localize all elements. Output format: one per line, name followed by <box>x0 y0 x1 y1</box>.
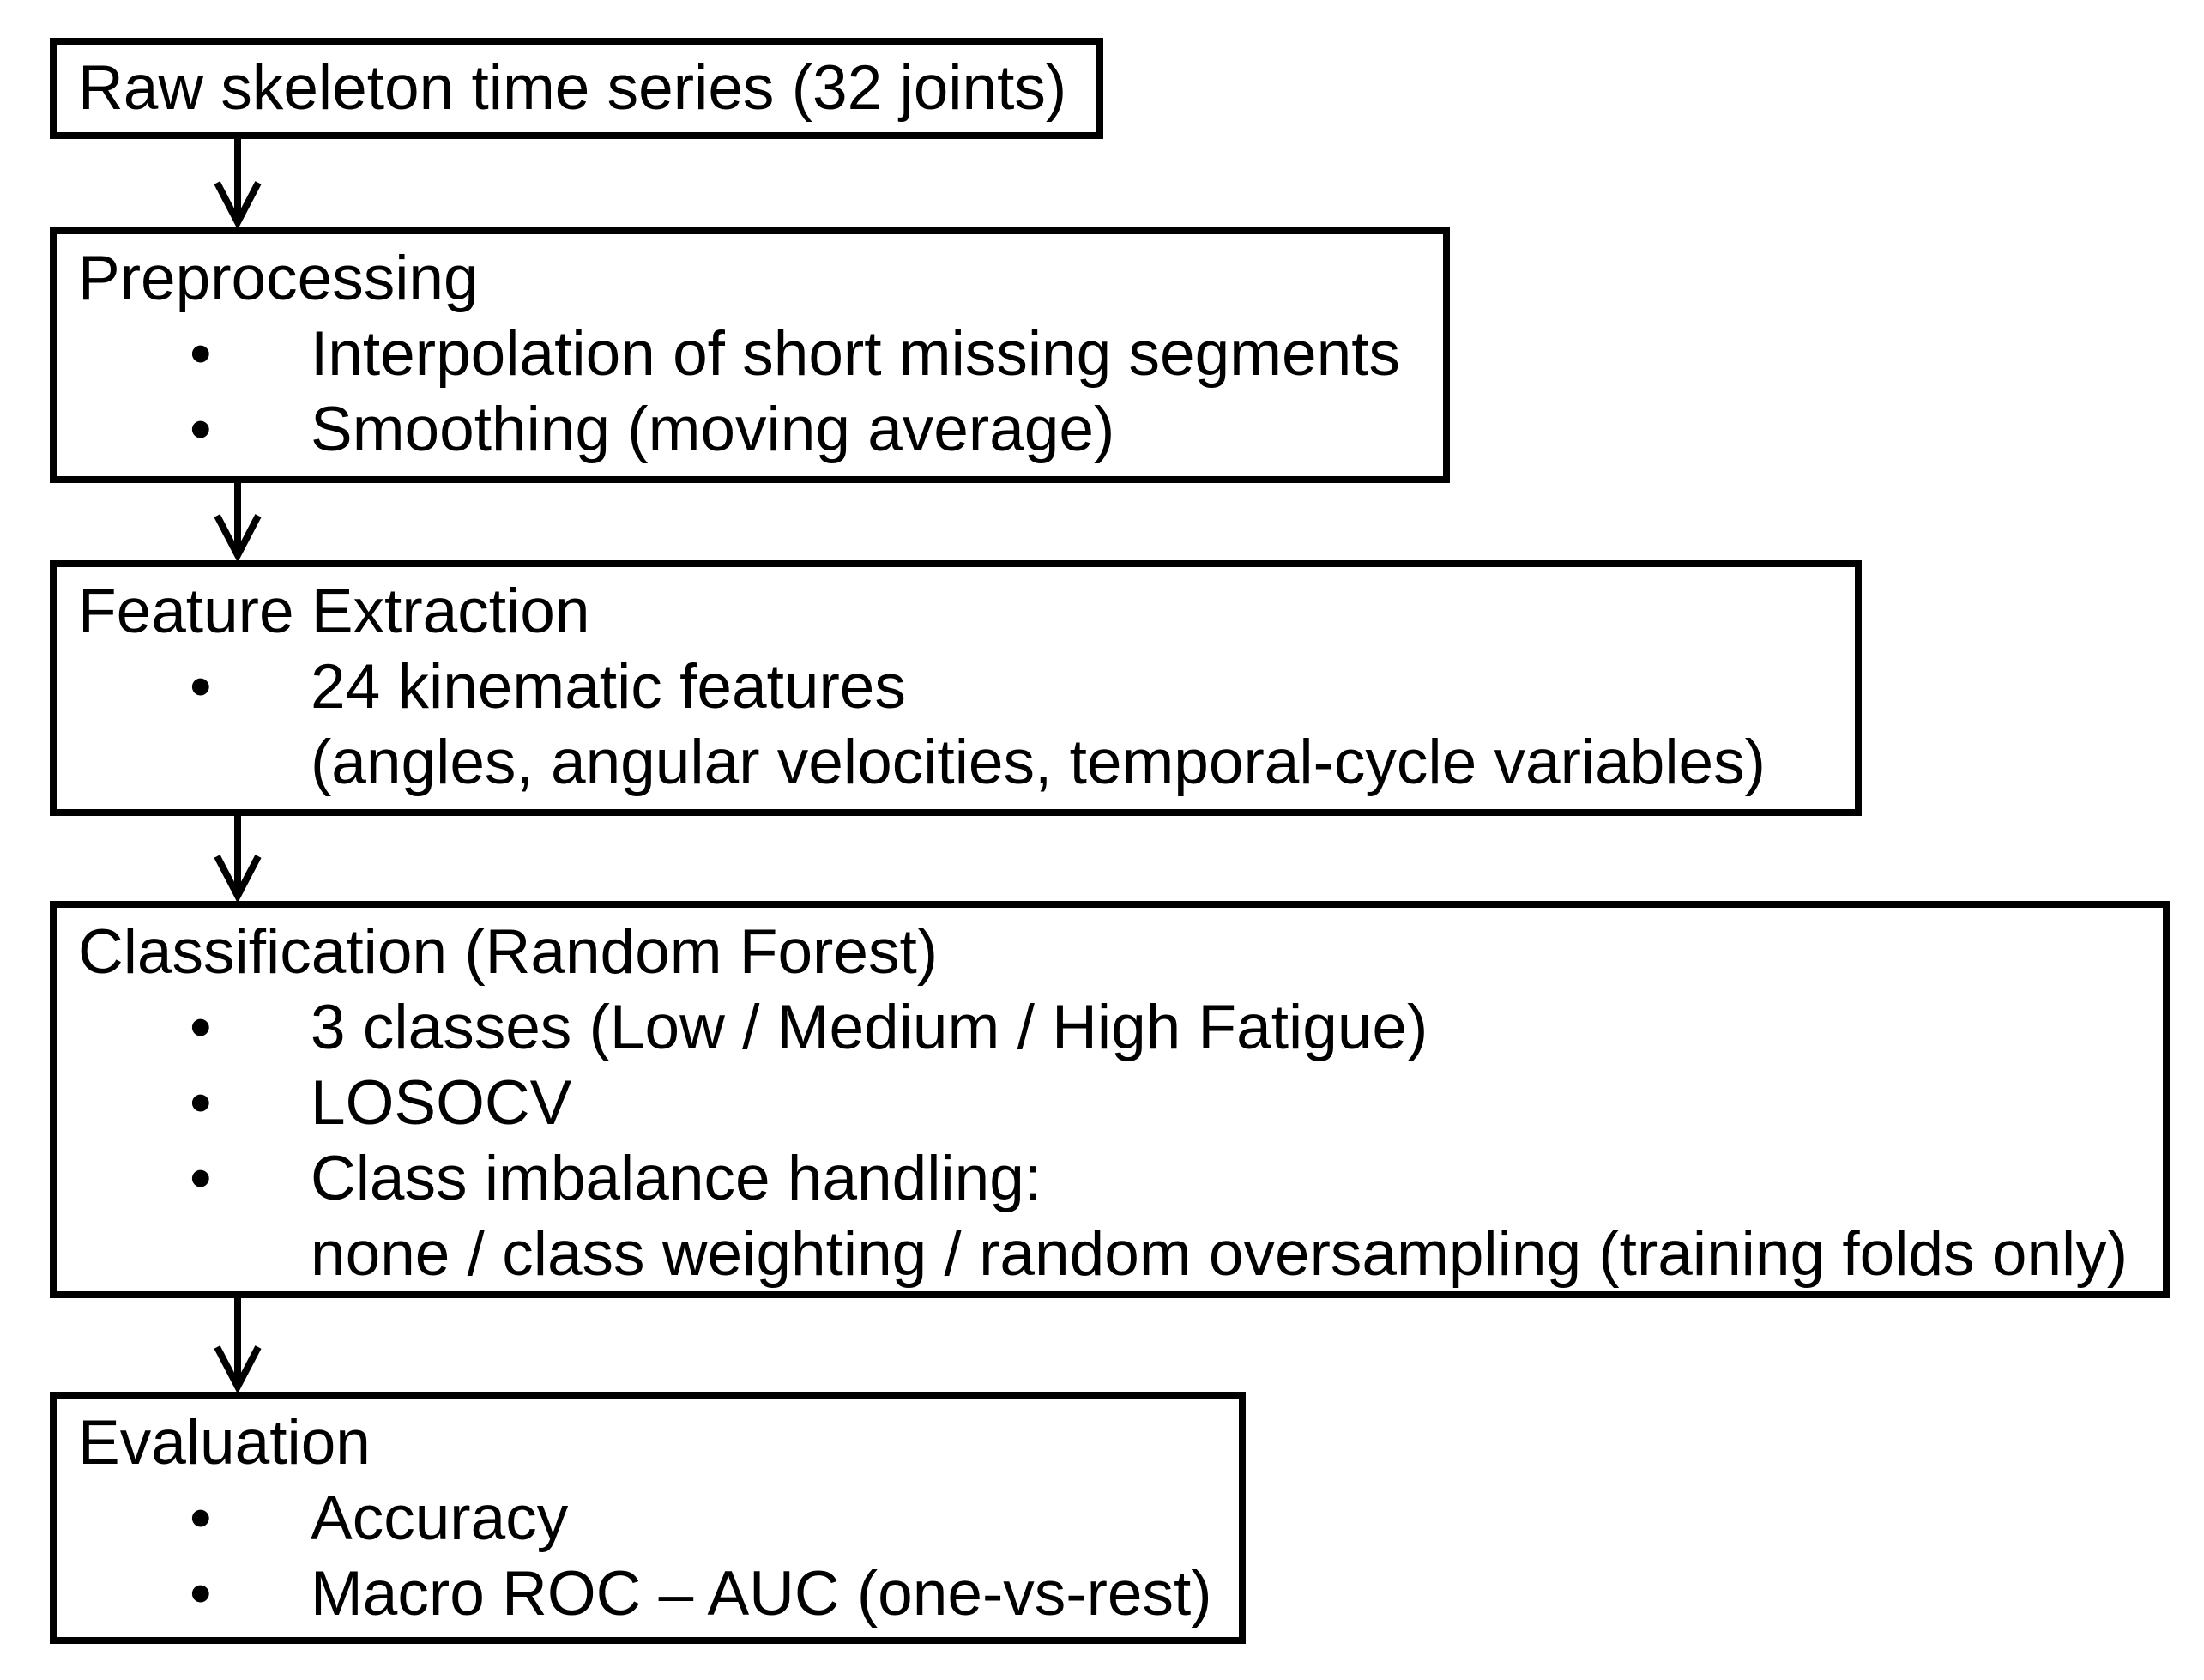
bullet-item: • Class imbalance handling: <box>57 1141 2163 1217</box>
bullet-continuation-text: (angles, angular velocities, temporal-cy… <box>311 728 1766 797</box>
bullet-text: Interpolation of short missing segments <box>311 319 1401 389</box>
flow-arrow-down-icon <box>203 483 272 560</box>
bullet-text: Class imbalance handling: <box>311 1144 1042 1213</box>
box-title: Raw skeleton time series (32 joints) <box>78 53 1067 123</box>
bullet-icon: • <box>190 652 212 722</box>
box-title: Evaluation <box>78 1408 371 1478</box>
bullet-item: • Interpolation of short missing segment… <box>57 317 1443 392</box>
flow-box-classification: Classification (Random Forest) • 3 class… <box>50 901 2170 1298</box>
bullet-icon: • <box>190 993 212 1062</box>
bullet-text: Smoothing (moving average) <box>311 395 1115 464</box>
bullet-icon: • <box>190 319 212 389</box>
bullet-item: • 24 kinematic features <box>57 650 1855 725</box>
bullet-item: • Accuracy <box>57 1481 1239 1556</box>
box-title: Classification (Random Forest) <box>78 917 939 987</box>
bullet-text: Accuracy <box>311 1484 569 1553</box>
bullet-text: 24 kinematic features <box>311 652 906 722</box>
bullet-item: • Smoothing (moving average) <box>57 392 1443 468</box>
bullet-item: • 3 classes (Low / Medium / High Fatigue… <box>57 990 2163 1066</box>
bullet-text: LOSOCV <box>311 1068 572 1138</box>
bullet-item: • LOSOCV <box>57 1066 2163 1141</box>
box-title: Feature Extraction <box>78 577 590 646</box>
bullet-item: • Macro ROC – AUC (one-vs-rest) <box>57 1556 1239 1632</box>
bullet-icon: • <box>190 1068 212 1138</box>
flow-arrow-down-icon <box>203 816 272 901</box>
flow-arrow-down-icon <box>203 139 272 227</box>
flow-box-raw-input: Raw skeleton time series (32 joints) <box>50 38 1103 139</box>
bullet-icon: • <box>190 395 212 464</box>
bullet-text: Macro ROC – AUC (one-vs-rest) <box>311 1559 1212 1629</box>
box-title: Preprocessing <box>78 244 479 313</box>
bullet-icon: • <box>190 1484 212 1553</box>
bullet-icon: • <box>190 1144 212 1213</box>
bullet-text: 3 classes (Low / Medium / High Fatigue) <box>311 993 1428 1062</box>
flow-box-feature-extraction: Feature Extraction • 24 kinematic featur… <box>50 560 1862 816</box>
flow-arrow-down-icon <box>203 1298 272 1392</box>
flow-box-evaluation: Evaluation • Accuracy • Macro ROC – AUC … <box>50 1392 1246 1644</box>
bullet-icon: • <box>190 1559 212 1629</box>
flow-box-preprocessing: Preprocessing • Interpolation of short m… <box>50 227 1450 483</box>
bullet-continuation-text: none / class weighting / random oversamp… <box>311 1219 2129 1289</box>
